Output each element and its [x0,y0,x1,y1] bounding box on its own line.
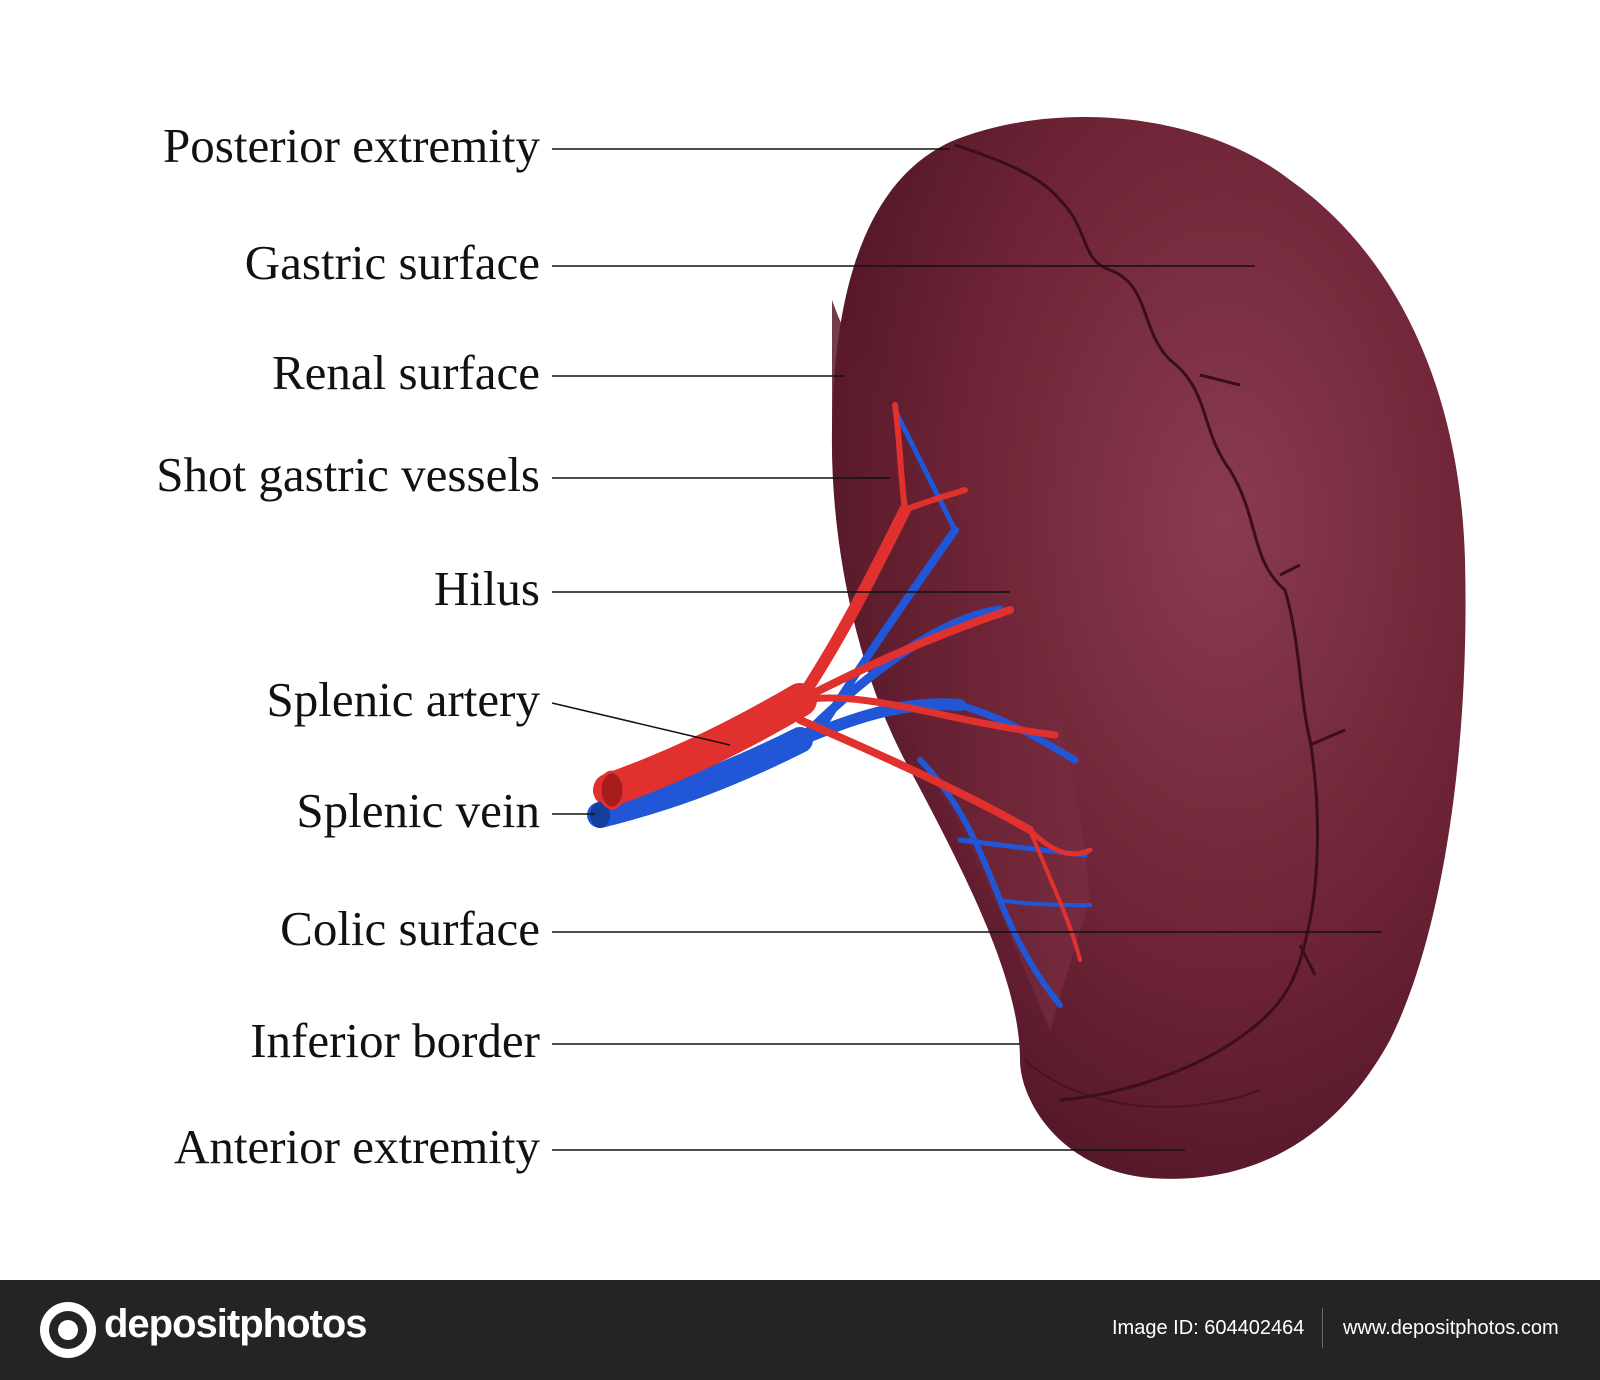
splenic-artery [593,402,1093,962]
label-gastric-surface: Gastric surface [244,235,540,290]
spleen-body [831,117,1466,1179]
label-splenic-vein: Splenic vein [296,783,540,838]
artery-opening [598,770,626,810]
leader-lines [551,148,1382,1151]
depositphotos-logo-icon [40,1302,96,1358]
label-colic-surface: Colic surface [280,901,540,956]
diagram-canvas: Posterior extremity Gastric surface Rena… [0,0,1466,1280]
logo-wordmark: depositphotos [104,1302,368,1346]
stock-footer-bar: depositphotos Image ID: 604402464 www.de… [0,1280,1600,1380]
notch-2 [1279,563,1301,577]
splenic-vein [587,407,1092,1008]
spleen-illustration [551,117,1466,1179]
label-renal-surface: Renal surface [272,345,540,400]
image-id-text: Image ID: 604402464 [1112,1317,1305,1339]
footer-divider [1322,1308,1323,1348]
vein-opening [590,802,610,828]
notch-4 [1298,944,1317,976]
footer-url-link[interactable]: www.depositphotos.com [1343,1317,1559,1339]
notched-border [954,143,1319,1102]
label-posterior-extremity: Posterior extremity [163,118,540,173]
label-column: Posterior extremity Gastric surface Rena… [0,0,540,1280]
label-anterior-extremity: Anterior extremity [173,1119,540,1174]
label-short-gastric-vessels: Shot gastric vessels [156,447,540,502]
inferior-rim [1024,1059,1261,1108]
label-splenic-artery: Splenic artery [266,672,540,727]
notch-3 [1309,728,1346,747]
notch-1 [1199,373,1241,387]
label-hilus: Hilus [433,561,540,616]
label-inferior-border: Inferior border [250,1013,540,1068]
